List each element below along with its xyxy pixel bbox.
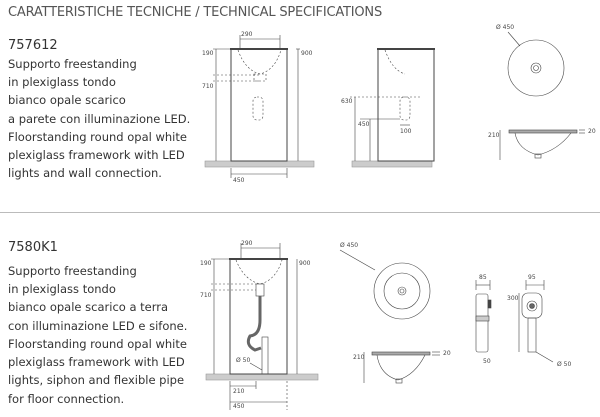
desc-line: Floorstanding round opal white (8, 337, 187, 351)
description-english: Floorstanding round opal white plexiglas… (8, 335, 187, 408)
desc-line: Floorstanding round opal white (8, 130, 187, 144)
desc-line: in plexiglass tondo (8, 75, 116, 90)
desc-line: in plexiglass tondo (8, 282, 116, 297)
dimension-label: 290 (241, 31, 253, 38)
desc-line: bianco opale scarico a terra (8, 300, 169, 315)
dimension-label: 210 (488, 132, 500, 139)
dimension-label: 210 (233, 388, 245, 395)
dimension-label: 300 (507, 295, 519, 302)
dimension-labels: 290 190 710 900 450 630 450 100 Ø 450 21… (200, 24, 596, 410)
description-english: Floorstanding round opal white plexiglas… (8, 128, 187, 183)
dimension-label: 95 (528, 274, 536, 281)
desc-line: for floor connection. (8, 391, 125, 406)
dimension-label: 900 (299, 260, 311, 267)
dimension-label: 210 (353, 354, 365, 361)
desc-line: bianco opale scarico (8, 93, 126, 108)
page-title: CARATTERISTICHE TECNICHE / TECHNICAL SPE… (8, 5, 383, 20)
dimension-label: Ø 50 (557, 361, 571, 368)
dimension-label: 900 (301, 50, 313, 57)
dimension-label: 450 (358, 121, 370, 128)
dimension-label: 710 (200, 292, 212, 299)
top-view-drawing (507, 31, 565, 97)
dimension-label: 450 (233, 403, 245, 410)
dimension-label: 100 (400, 128, 412, 135)
front-view-drawing (205, 243, 319, 410)
desc-line: plexiglass framework with LED (8, 148, 185, 163)
desc-line: Supporto freestanding (8, 57, 137, 71)
product-code: 757612 (8, 38, 58, 53)
drain-front-drawing (518, 280, 554, 363)
dimension-label: 630 (341, 98, 353, 105)
desc-line: lights and wall connection. (8, 166, 162, 181)
desc-line: plexiglass framework with LED (8, 355, 185, 370)
dimension-label: 85 (479, 274, 487, 281)
front-view-drawing (204, 35, 315, 178)
dimension-label: 450 (233, 177, 245, 184)
desc-line: con illuminazione LED e sifone. (8, 318, 188, 333)
desc-line: a parete con illuminazione LED. (8, 111, 191, 126)
basin-section-drawing (499, 129, 585, 160)
dimension-label: 190 (202, 50, 214, 57)
drain-side-drawing (475, 280, 492, 353)
product-code: 7580K1 (8, 240, 58, 255)
dimension-label: Ø 50 (236, 357, 250, 364)
dimension-label: 20 (588, 128, 596, 135)
dimension-label: 290 (241, 240, 253, 247)
basin-section-drawing (363, 351, 440, 384)
desc-line: Supporto freestanding (8, 264, 137, 278)
description-italian: Supporto freestanding in plexiglass tond… (8, 262, 187, 335)
dimension-label: Ø 450 (496, 24, 514, 31)
section-divider (0, 212, 600, 213)
dimension-label: 190 (200, 260, 212, 267)
top-view-drawing (339, 249, 431, 320)
dimension-label: 50 (483, 358, 491, 365)
desc-line: lights, siphon and flexible pipe (8, 373, 185, 388)
dimension-label: 20 (443, 350, 451, 357)
dimension-label: Ø 450 (340, 242, 358, 249)
dimension-label: 710 (202, 83, 214, 90)
side-view-drawing (350, 48, 435, 168)
description-italian: Supporto freestanding in plexiglass tond… (8, 55, 190, 128)
